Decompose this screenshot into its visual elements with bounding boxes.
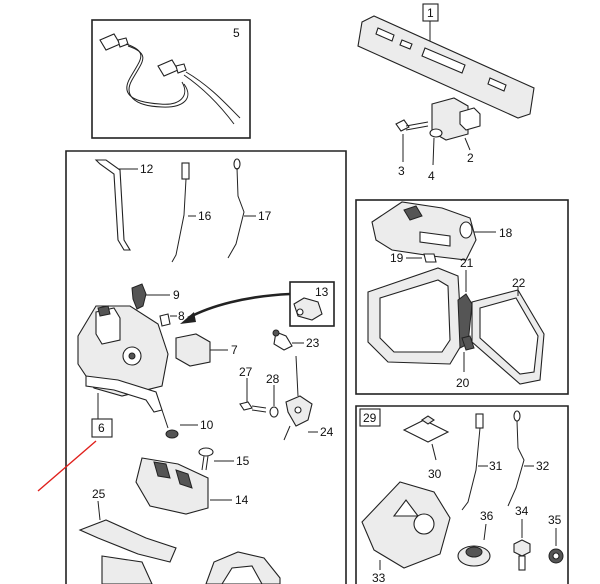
- arrow-head: [180, 312, 196, 324]
- callout-19: 19: [390, 251, 404, 265]
- license-plate-bracket: [357, 15, 535, 119]
- callout-15: 15: [236, 454, 250, 468]
- actuator-part-7: [175, 333, 228, 367]
- handle-bracket-part: [431, 97, 481, 151]
- fuel-door-housing: [367, 267, 463, 365]
- bracket-part-30: [402, 415, 450, 461]
- callout-28: 28: [266, 372, 280, 386]
- callout-14: 14: [235, 493, 249, 507]
- cable-end-part-10: [161, 409, 198, 439]
- bolt-part-34: [513, 519, 531, 571]
- grommet-part-36: [457, 523, 491, 567]
- callout-23: 23: [306, 336, 320, 350]
- screw-part-27: [239, 378, 267, 413]
- motor-part-13: [293, 297, 323, 321]
- callout-6: 6: [98, 421, 105, 435]
- rod-part-32: [507, 410, 534, 507]
- inset-box-13: [289, 281, 335, 327]
- callout-18: 18: [499, 226, 513, 240]
- callout-1: 1: [427, 6, 434, 20]
- callout-22: 22: [512, 276, 526, 290]
- callout-12: 12: [140, 162, 154, 176]
- highlight-pointer-line: [37, 440, 97, 492]
- cover-part-bottom: [205, 551, 281, 584]
- callout-7: 7: [231, 343, 238, 357]
- plate-part-25: [78, 500, 177, 584]
- screw-part-15: [198, 447, 234, 471]
- callout-3: 3: [398, 164, 405, 178]
- clip-part-4: [429, 128, 443, 166]
- bracket-part-23: [272, 329, 304, 351]
- callout-16: 16: [198, 209, 212, 223]
- callout-24: 24: [320, 425, 334, 439]
- callout-29: 29: [363, 411, 377, 425]
- striker-part-24: [283, 355, 318, 441]
- wire-harness-part: [99, 33, 241, 125]
- callout-13: 13: [315, 285, 329, 299]
- callout-30: 30: [428, 467, 442, 481]
- callout-27: 27: [239, 365, 253, 379]
- switch-housing-part-14: [135, 457, 232, 515]
- callout-35: 35: [548, 513, 562, 527]
- callout-box-29: [359, 408, 381, 427]
- reference-arrow: [187, 292, 291, 320]
- callout-4: 4: [428, 169, 435, 183]
- clip-part-8: [159, 313, 177, 327]
- callout-32: 32: [536, 459, 550, 473]
- nut-part-35: [548, 528, 564, 564]
- callout-2: 2: [467, 151, 474, 165]
- callout-31: 31: [489, 459, 503, 473]
- callout-21: 21: [460, 256, 474, 270]
- callout-box-6: [91, 418, 113, 438]
- rod-part-16: [171, 162, 196, 263]
- group-box-fuel-door: [355, 199, 569, 395]
- callout-8: 8: [178, 309, 185, 323]
- group-box-5: [91, 19, 251, 139]
- hinge-part-18: [371, 201, 496, 261]
- latch-part-20: [461, 335, 475, 372]
- rod-part-17: [227, 158, 256, 259]
- washer-part-28: [269, 385, 279, 418]
- cover-part-33: [361, 481, 451, 570]
- callout-17: 17: [258, 209, 272, 223]
- callout-33: 33: [372, 571, 386, 584]
- lock-assembly-part-6: [77, 305, 169, 413]
- connector-part-9: [131, 283, 170, 310]
- callout-34: 34: [515, 504, 529, 518]
- screw-part-3: [395, 119, 429, 162]
- callout-25: 25: [92, 487, 106, 501]
- group-box-main: [65, 150, 347, 584]
- callout-5: 5: [233, 26, 240, 40]
- fuel-door-part-22: [471, 286, 545, 385]
- callout-20: 20: [456, 376, 470, 390]
- group-box-29: [355, 405, 569, 584]
- trim-strip-part-12: [94, 159, 138, 251]
- callout-36: 36: [480, 509, 494, 523]
- callout-10: 10: [200, 418, 214, 432]
- screw-part-19: [406, 253, 437, 263]
- callout-9: 9: [173, 288, 180, 302]
- spring-part-21: [457, 270, 473, 349]
- rod-part-31: [461, 413, 488, 511]
